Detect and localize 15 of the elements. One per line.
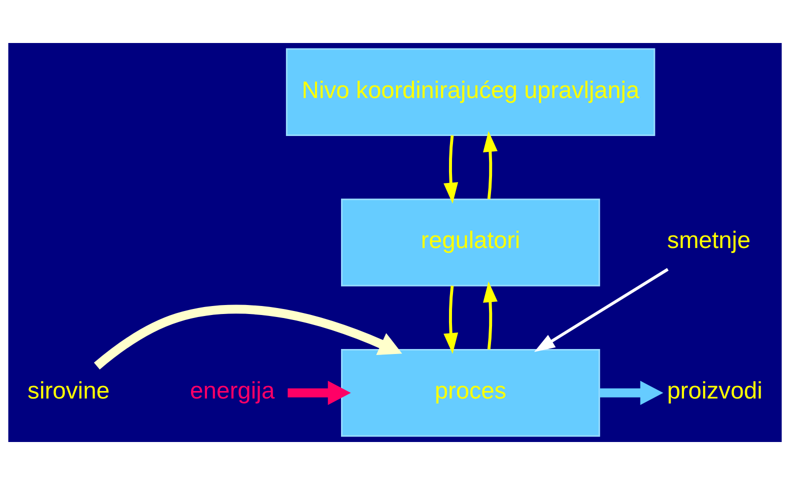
node-box: Nivo koordinirajućeg upravljanja [286, 48, 656, 136]
node-text: smetnje [667, 226, 750, 254]
node-text: energija [190, 377, 275, 404]
node-text: sirovine [28, 377, 110, 404]
arrow [444, 134, 458, 204]
node-text: proizvodi [667, 377, 762, 404]
arrow [288, 380, 351, 404]
arrow [534, 268, 669, 352]
arrow [444, 285, 458, 354]
node-box: regulatori [341, 198, 600, 286]
arrow [94, 304, 402, 369]
arrow [483, 130, 498, 199]
node-box: proces [341, 348, 600, 436]
arrow [483, 280, 498, 350]
arrow [600, 380, 664, 404]
